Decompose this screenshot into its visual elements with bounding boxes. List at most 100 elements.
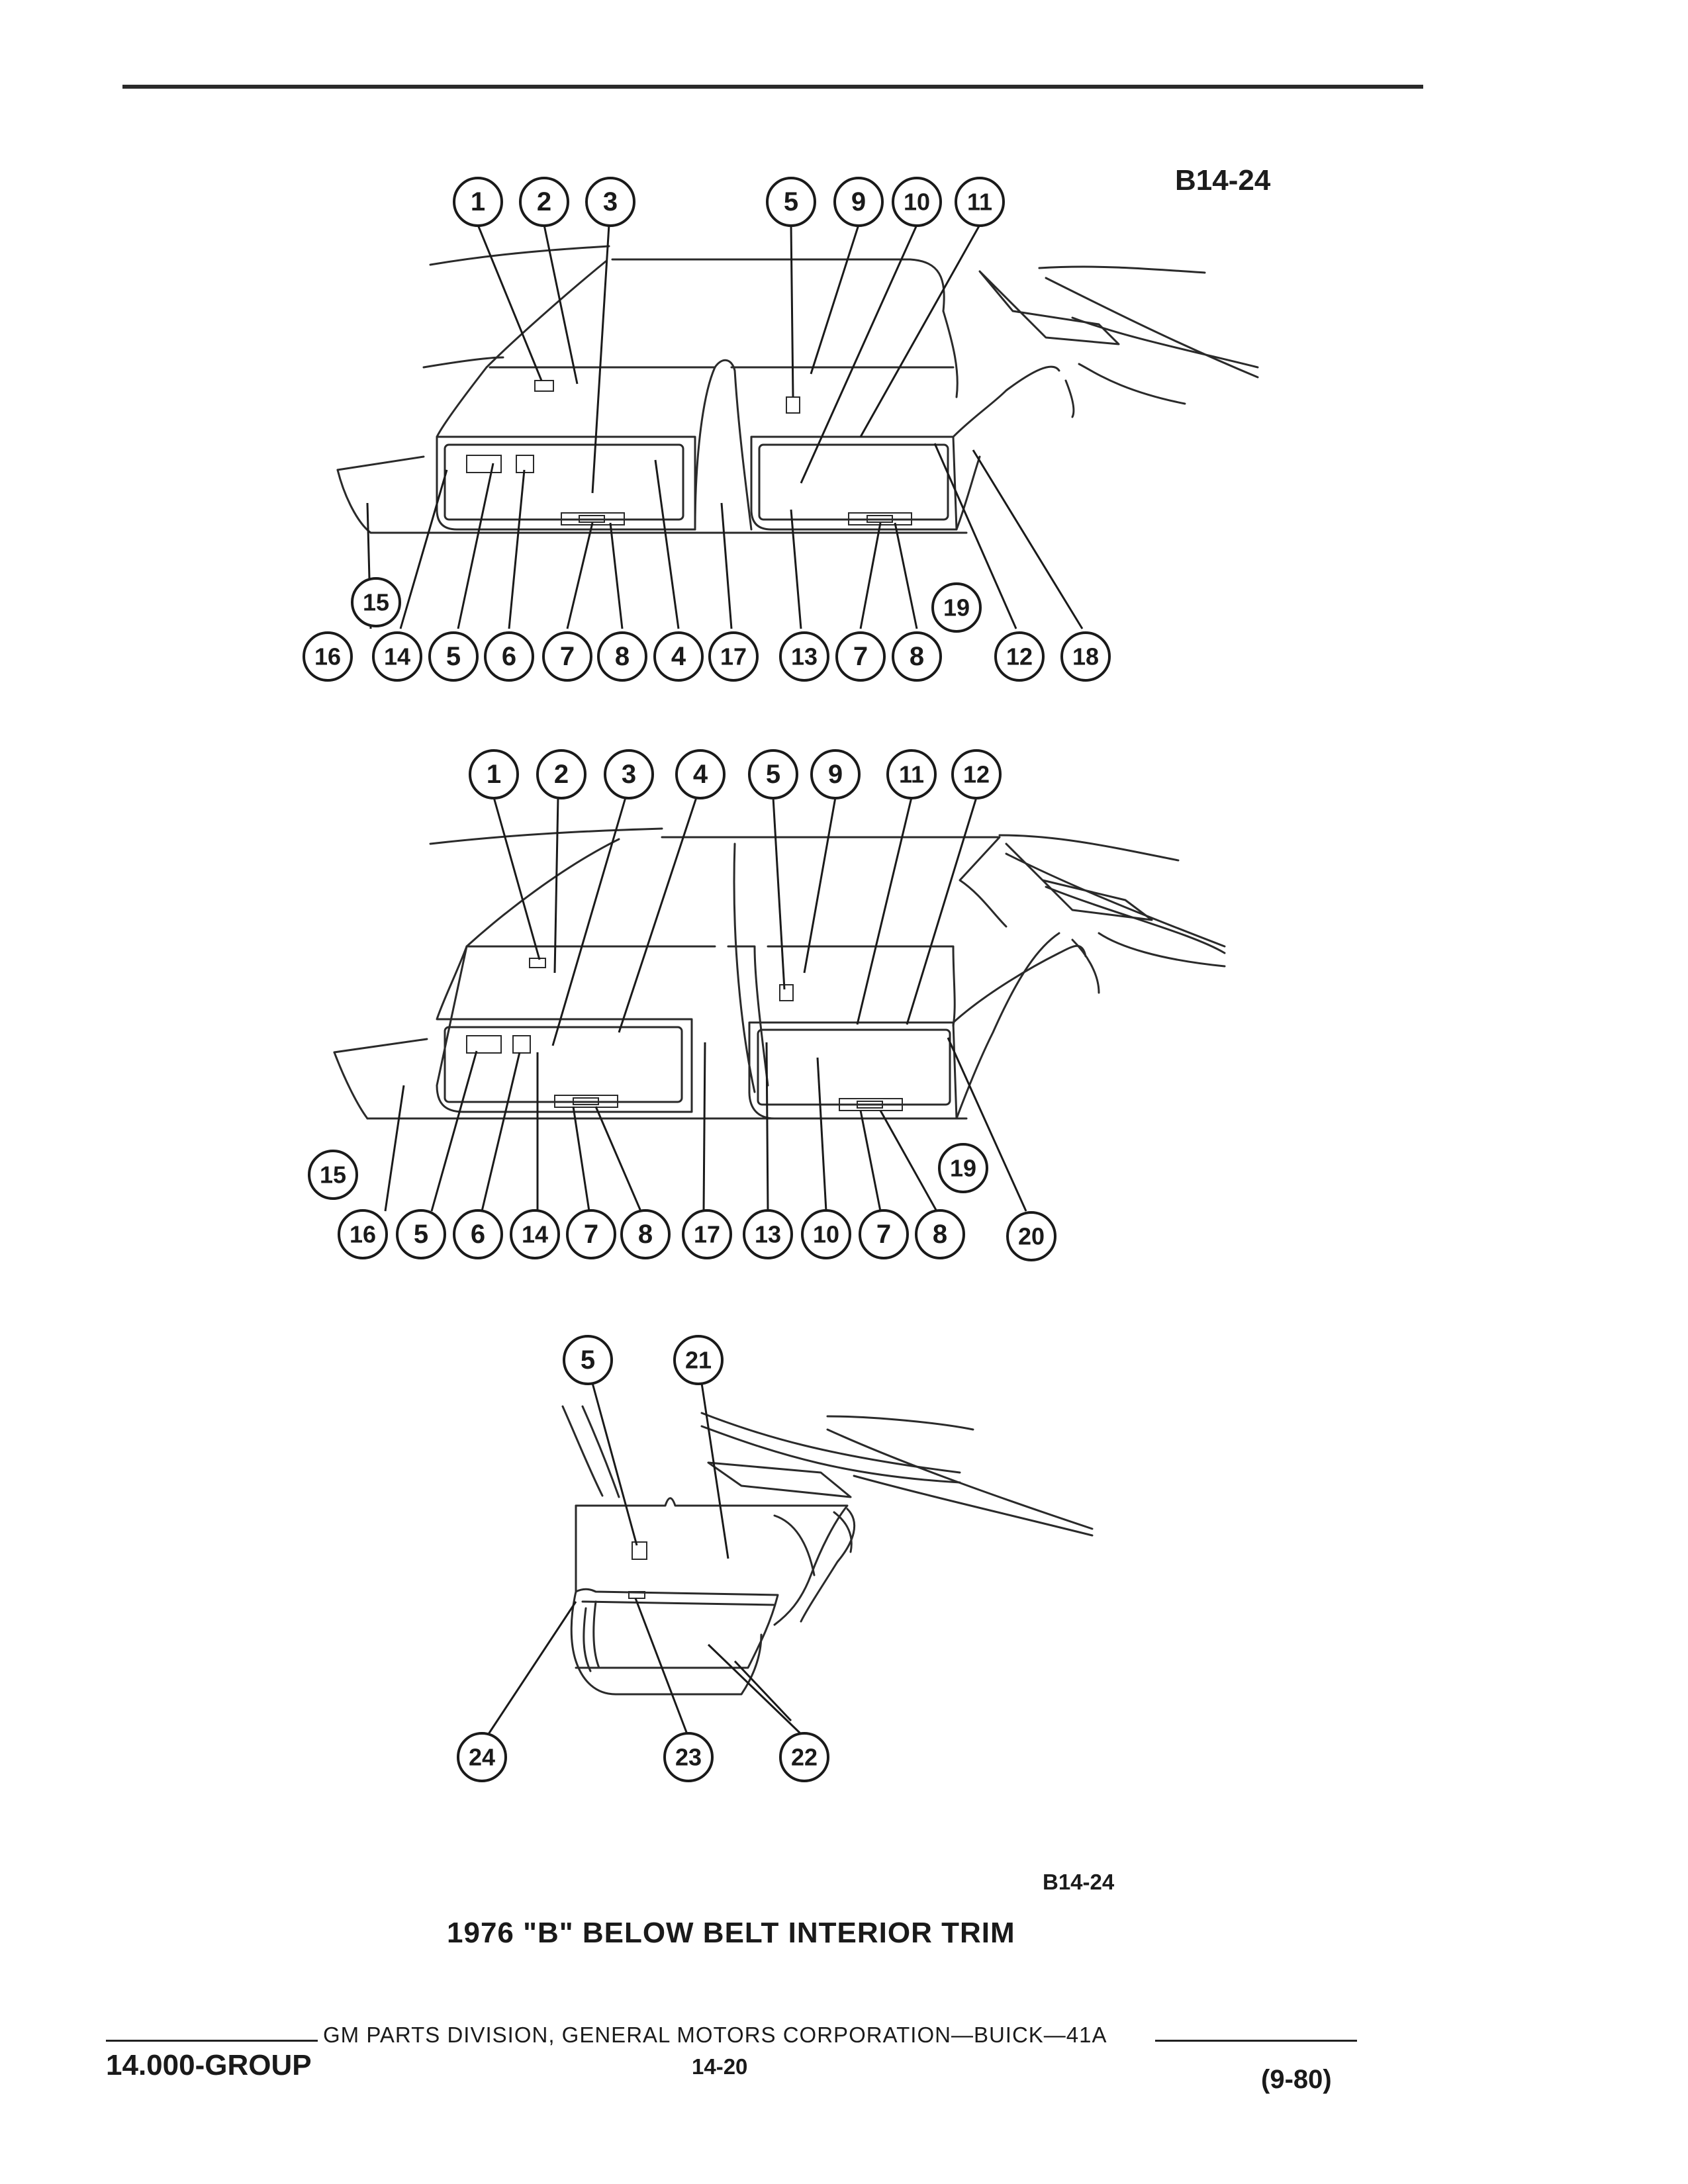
svg-text:23: 23: [675, 1744, 702, 1771]
svg-text:8: 8: [615, 642, 630, 671]
callout-10: 10: [892, 177, 942, 227]
callout-14: 14: [372, 631, 422, 682]
callout-18: 18: [1060, 631, 1111, 682]
callout-2: 2: [519, 177, 569, 227]
callout-5: 5: [748, 749, 798, 799]
svg-text:17: 17: [720, 643, 747, 670]
callout-20: 20: [1006, 1211, 1056, 1261]
svg-text:11: 11: [899, 761, 924, 788]
svg-text:9: 9: [828, 760, 843, 789]
callout-19: 19: [931, 582, 982, 633]
callout-21: 21: [673, 1335, 724, 1385]
callout-2: 2: [536, 749, 586, 799]
svg-text:7: 7: [853, 642, 868, 671]
callout-9: 9: [833, 177, 884, 227]
svg-text:19: 19: [950, 1155, 976, 1182]
diagram-3-body: [561, 1405, 1094, 1696]
svg-text:13: 13: [755, 1221, 781, 1248]
svg-text:8: 8: [910, 642, 924, 671]
callout-13: 13: [743, 1209, 793, 1259]
figure-caption: 1976 "B" BELOW BELT INTERIOR TRIM: [447, 1917, 1015, 1949]
callout-6: 6: [453, 1209, 503, 1259]
footer-group: 14.000-GROUP: [106, 2049, 312, 2081]
callout-1: 1: [453, 177, 503, 227]
svg-text:3: 3: [622, 760, 636, 789]
svg-text:5: 5: [446, 642, 461, 671]
svg-text:22: 22: [791, 1744, 818, 1771]
svg-text:5: 5: [581, 1345, 595, 1375]
svg-text:6: 6: [471, 1220, 485, 1249]
svg-text:21: 21: [685, 1347, 712, 1374]
callout-11: 11: [955, 177, 1005, 227]
callout-15: 15: [351, 577, 401, 627]
svg-text:7: 7: [560, 642, 575, 671]
diagram-2-leaders: [384, 797, 1027, 1212]
svg-text:24: 24: [469, 1744, 495, 1771]
svg-text:5: 5: [784, 187, 798, 216]
svg-text:9: 9: [851, 187, 866, 216]
svg-text:16: 16: [350, 1221, 376, 1248]
callout-7: 7: [835, 631, 886, 682]
diagram-1-callouts: 1 2 3 5 9 10 11 15 19 16 14 5 6 7 8 4 17…: [303, 177, 1111, 682]
svg-text:13: 13: [791, 643, 818, 670]
callout-23: 23: [663, 1732, 714, 1782]
svg-text:8: 8: [638, 1220, 653, 1249]
callout-4: 4: [675, 749, 726, 799]
callout-24: 24: [457, 1732, 507, 1782]
svg-text:10: 10: [904, 189, 930, 216]
svg-text:10: 10: [813, 1221, 839, 1248]
svg-text:5: 5: [414, 1220, 428, 1249]
callout-6: 6: [484, 631, 534, 682]
diagram-1-leaders: [366, 224, 1084, 629]
callout-7: 7: [859, 1209, 909, 1259]
callout-3: 3: [585, 177, 635, 227]
svg-text:18: 18: [1072, 643, 1099, 670]
svg-text:7: 7: [584, 1220, 598, 1249]
svg-text:1: 1: [487, 760, 501, 789]
footer-edition: (9-80): [1261, 2065, 1332, 2094]
callout-17: 17: [708, 631, 759, 682]
svg-text:17: 17: [694, 1221, 720, 1248]
svg-text:1: 1: [471, 187, 485, 216]
svg-text:12: 12: [1006, 643, 1033, 670]
svg-text:7: 7: [876, 1220, 891, 1249]
footer-rule-right: [1155, 2040, 1357, 2042]
diagram-2-body: [333, 827, 1226, 1120]
callout-8: 8: [892, 631, 942, 682]
callout-8: 8: [597, 631, 647, 682]
callout-7: 7: [566, 1209, 616, 1259]
diagram-3-callouts: 5 21 24 23 22: [457, 1335, 829, 1782]
callout-5: 5: [563, 1335, 613, 1385]
callout-8: 8: [620, 1209, 671, 1259]
diagram-1-body: [336, 245, 1259, 534]
callout-12: 12: [994, 631, 1045, 682]
top-rule: [122, 85, 1423, 89]
svg-text:6: 6: [502, 642, 516, 671]
diagram-3-leaders: [487, 1383, 802, 1735]
callout-3: 3: [604, 749, 654, 799]
svg-text:3: 3: [603, 187, 618, 216]
footer-page-number: 14-20: [692, 2054, 748, 2079]
callout-1: 1: [469, 749, 519, 799]
svg-text:14: 14: [522, 1221, 548, 1248]
callout-13: 13: [779, 631, 829, 682]
callout-5: 5: [396, 1209, 446, 1259]
callout-17: 17: [682, 1209, 732, 1259]
svg-text:19: 19: [943, 594, 970, 621]
diagram-2-callouts: 1 2 3 4 5 9 11 12 15 19 16 5 6 14 7 8 17…: [308, 749, 1056, 1261]
svg-text:2: 2: [537, 187, 551, 216]
svg-text:15: 15: [363, 589, 389, 616]
figure-code-top: B14-24: [1175, 164, 1271, 197]
callout-22: 22: [779, 1732, 829, 1782]
footer-division: GM PARTS DIVISION, GENERAL MOTORS CORPOR…: [323, 2023, 1107, 2047]
callout-16: 16: [303, 631, 353, 682]
callout-4: 4: [653, 631, 704, 682]
callout-16: 16: [338, 1209, 388, 1259]
svg-text:15: 15: [320, 1161, 346, 1189]
svg-text:8: 8: [933, 1220, 947, 1249]
callout-19: 19: [938, 1143, 988, 1193]
callout-5: 5: [766, 177, 816, 227]
callout-11: 11: [886, 749, 937, 799]
callout-5: 5: [428, 631, 479, 682]
